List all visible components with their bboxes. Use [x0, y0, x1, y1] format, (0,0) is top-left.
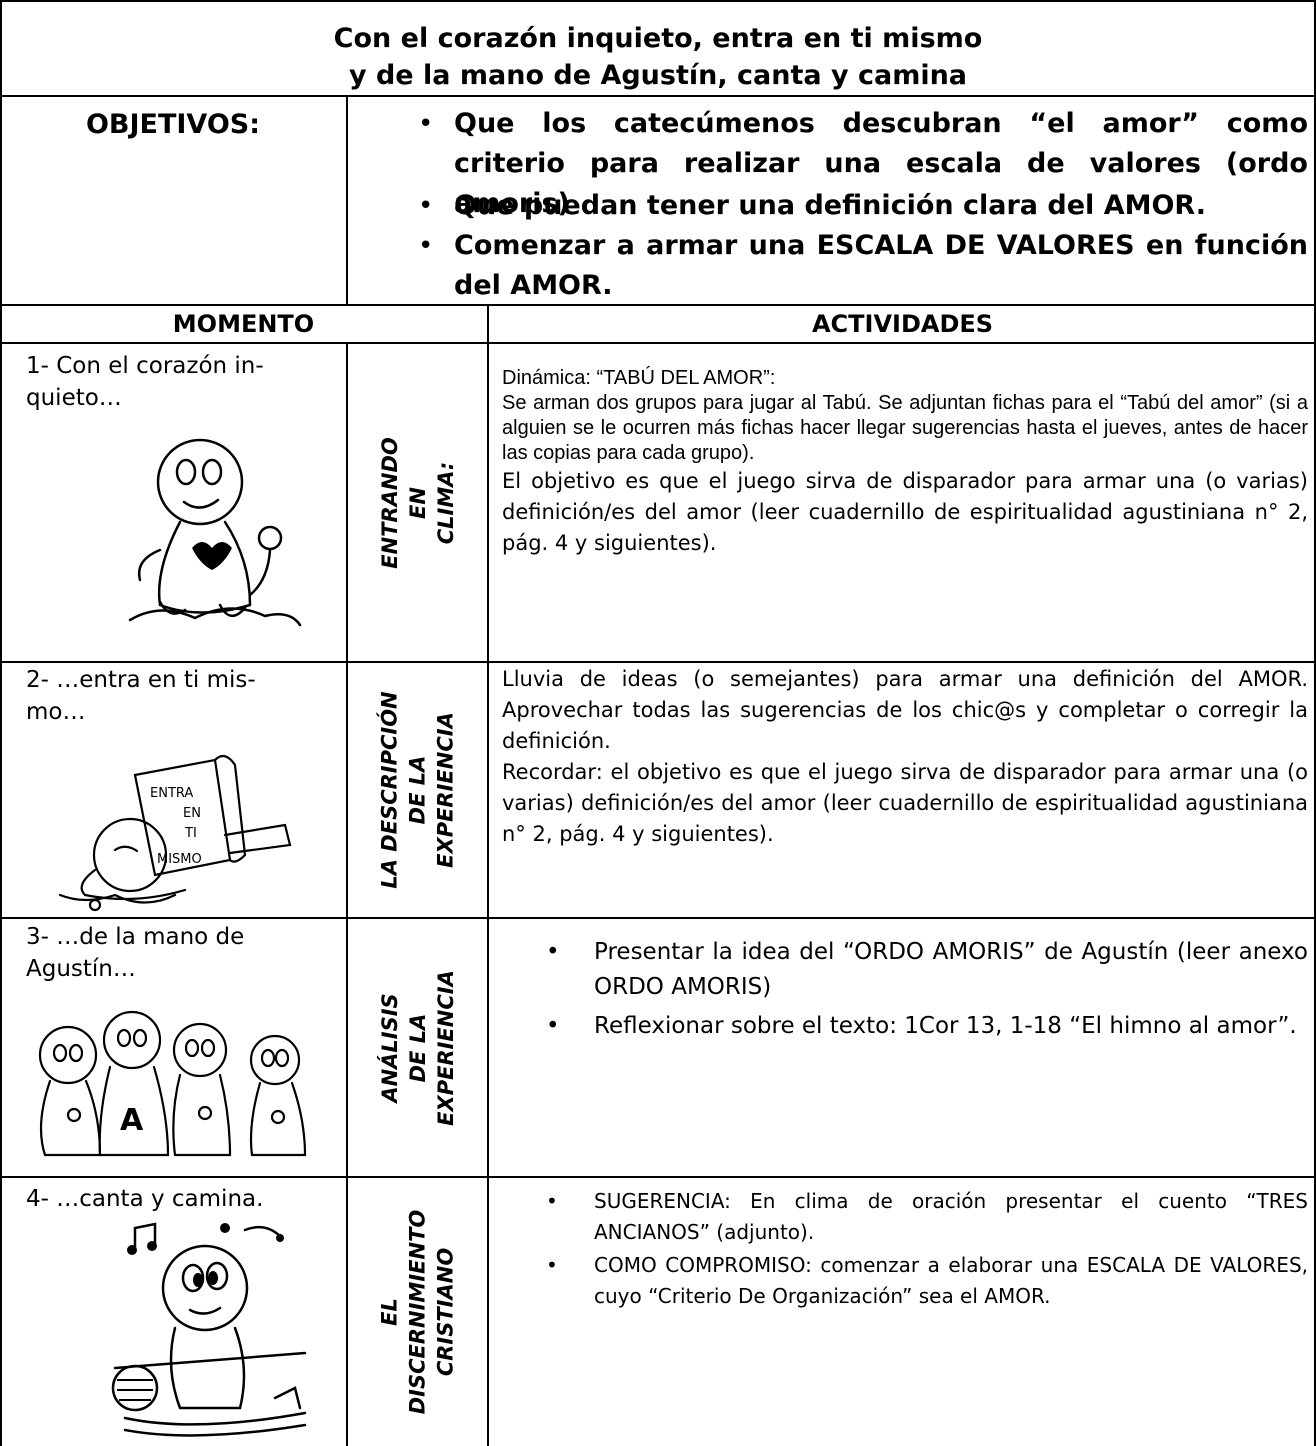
svg-text:A: A — [120, 1103, 144, 1138]
group-of-children-icon: A — [38, 1010, 307, 1157]
activity-1-objective: El objetivo es que el juego sirva de dis… — [502, 469, 1308, 555]
stage-label-3: ANÁLISIS DE LA EXPERIENCIA — [377, 969, 458, 1126]
activity-1-title: Dinámica: “TABÚ DEL AMOR”: — [502, 367, 776, 389]
momento-1-line1: 1- Con el corazón in- — [26, 353, 264, 379]
divider-objectives — [0, 304, 1316, 306]
momento-1: 1- Con el corazón in- quieto… — [26, 350, 326, 414]
momento-2-line2: mo… — [26, 699, 86, 725]
momento-2-line1: 2- …entra en ti mis- — [26, 667, 256, 693]
svg-text:ENTRA: ENTRA — [150, 786, 193, 801]
bullet-icon: • — [418, 191, 434, 221]
child-with-flower-icon — [128, 438, 302, 627]
divider-row3 — [0, 1176, 1316, 1178]
divider-headers — [0, 342, 1316, 344]
table-border-right — [1314, 0, 1316, 1446]
child-with-scroll-icon: ENTRA EN TI MISMO — [58, 754, 292, 912]
momento-4: 4- …canta y camina. — [26, 1183, 326, 1215]
activity-3-list: • Presentar la idea del “ORDO AMORIS” de… — [502, 935, 1308, 1044]
momento-2: 2- …entra en ti mis- mo… — [26, 664, 326, 728]
objective-text: Que puedan tener una definición clara de… — [454, 190, 1206, 221]
header-actividades: ACTIVIDADES — [811, 310, 994, 338]
momento-1-line2: quieto… — [26, 385, 122, 411]
bullet-icon: • — [546, 1189, 558, 1213]
momento-3: 3- …de la mano de Agustín… — [26, 921, 326, 985]
divider-row1 — [0, 661, 1316, 663]
divider-stage-col — [346, 342, 348, 1446]
bullet-icon: • — [546, 1253, 558, 1277]
activity-3-item: • Presentar la idea del “ORDO AMORIS” de… — [502, 935, 1308, 1005]
table-border-top — [0, 0, 1316, 2]
objective-text: Que los catecúmenos descubran “el amor” … — [454, 108, 1308, 219]
table-border-left — [0, 0, 2, 1446]
bullet-icon: • — [546, 1013, 560, 1039]
svg-text:EN: EN — [183, 806, 201, 821]
svg-text:TI: TI — [184, 826, 197, 841]
divider-title — [0, 95, 1316, 97]
momento-4-line1: 4- …canta y camina. — [26, 1186, 264, 1212]
title-line-1: Con el corazón inquieto, entra en ti mis… — [333, 23, 983, 54]
momento-3-line1: 3- …de la mano de — [26, 924, 245, 950]
objectives-label: OBJETIVOS: — [85, 109, 261, 140]
stage-label-2: LA DESCRIPCIÓN DE LA EXPERIENCIA — [377, 691, 458, 889]
bullet-icon: • — [418, 231, 434, 261]
activity-4-item: • SUGERENCIA: En clima de oración presen… — [502, 1186, 1308, 1248]
stage-label-1: ENTRANDO EN CLIMA: — [377, 436, 458, 569]
activity-2-text: Lluvia de ideas (o semejantes) para arma… — [502, 667, 1308, 753]
activity-1: Dinámica: “TABÚ DEL AMOR”: Se arman dos … — [502, 366, 1308, 559]
divider-objectives-col — [346, 95, 348, 306]
activity-2-reminder: Recordar: el objetivo es que el juego si… — [502, 760, 1308, 846]
walking-child-with-music-icon — [111, 1222, 307, 1437]
stage-label-4: EL DISCERNIMIENTO CRISTIANO — [377, 1209, 458, 1415]
activity-1-text: Se arman dos grupos para jugar al Tabú. … — [502, 392, 1308, 464]
activity-4-list: • SUGERENCIA: En clima de oración presen… — [502, 1186, 1308, 1312]
activity-3-item: • Reflexionar sobre el texto: 1Cor 13, 1… — [502, 1009, 1308, 1044]
bullet-icon: • — [418, 109, 434, 139]
activity-4-item: • COMO COMPROMISO: comenzar a elaborar u… — [502, 1250, 1308, 1312]
divider-actividades-col — [487, 304, 489, 1446]
title-line-2: y de la mano de Agustín, canta y camina — [348, 60, 968, 91]
bullet-icon: • — [546, 939, 560, 965]
momento-3-line2: Agustín… — [26, 956, 136, 982]
divider-row2 — [0, 917, 1316, 919]
objective-text: Comenzar a armar una ESCALA DE VALORES e… — [454, 230, 1308, 301]
activity-2: Lluvia de ideas (o semejantes) para arma… — [502, 664, 1308, 850]
header-momento: MOMENTO — [172, 310, 315, 338]
svg-text:MISMO: MISMO — [157, 852, 202, 867]
